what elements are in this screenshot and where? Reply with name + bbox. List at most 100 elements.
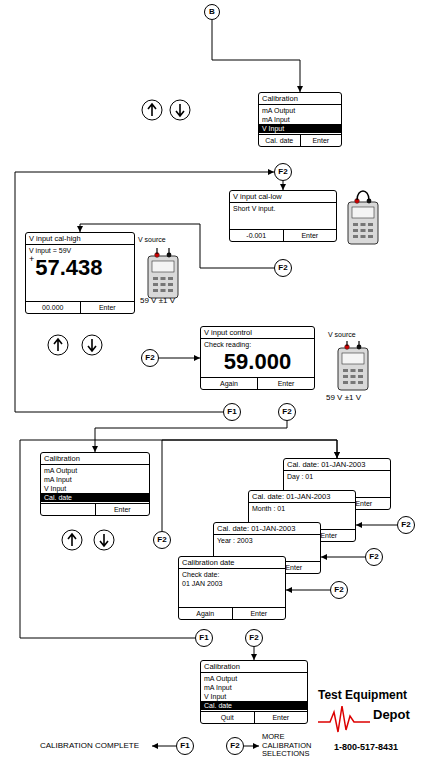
key-arrow bbox=[88, 339, 96, 351]
screen-title: Calibration date bbox=[179, 557, 285, 569]
key-arrow bbox=[68, 534, 76, 546]
button-label: F2 bbox=[230, 741, 239, 751]
key-circle bbox=[94, 530, 114, 550]
annotation-label: V source bbox=[328, 331, 356, 339]
key-circle bbox=[62, 530, 82, 550]
down-key bbox=[94, 530, 114, 550]
menu-item: mA Output bbox=[44, 466, 146, 475]
button-label: B bbox=[209, 7, 215, 17]
flow-arrow bbox=[254, 647, 255, 660]
softkey-label: Enter bbox=[232, 608, 286, 619]
menu-item: Short V input. bbox=[233, 204, 333, 213]
menu-item: V Input bbox=[204, 692, 304, 701]
screen-body: mA OutputmA InputV InputCal. date bbox=[41, 465, 149, 503]
softkey-button: F2 bbox=[141, 349, 159, 367]
test-lead bbox=[347, 341, 359, 346]
screen-body: Check date:01 JAN 2003 bbox=[179, 569, 285, 607]
menu-item: mA Output bbox=[204, 674, 304, 683]
softkey-button: F2 bbox=[397, 516, 415, 534]
screen-body: mA OutputmA InputV InputCal. date bbox=[201, 673, 307, 711]
softkey-button: F2 bbox=[245, 629, 263, 647]
softkey-label: Enter bbox=[300, 135, 342, 146]
annotation-label: 59 V ±1 V bbox=[326, 393, 361, 402]
button-label: F1 bbox=[180, 741, 189, 751]
softkey-button: F2 bbox=[226, 737, 244, 755]
menu-item: V Input bbox=[259, 124, 341, 133]
softkey-label: Again bbox=[179, 608, 232, 619]
sign-symbol: + bbox=[29, 255, 34, 264]
lcd-screen: V input cal-lowShort V input. -0.001Enter bbox=[229, 190, 337, 242]
button-label: F2 bbox=[282, 407, 291, 417]
lcd-screen: V input cal-highV input = 59V+57.43800.0… bbox=[25, 232, 135, 314]
annotation-label: Test Equipment bbox=[318, 689, 407, 703]
button-label: F2 bbox=[157, 535, 166, 545]
flow-arrow bbox=[159, 358, 200, 359]
softkey-label: -0.001 bbox=[230, 230, 283, 241]
button-label: F2 bbox=[401, 520, 410, 530]
screen-title: V input cal-low bbox=[230, 191, 336, 203]
key-arrow bbox=[176, 104, 184, 116]
menu-item: mA Input bbox=[44, 475, 146, 484]
menu-item: V input = 59V bbox=[29, 246, 131, 255]
key-circle bbox=[170, 100, 190, 120]
screen-body: V input = 59V+57.438 bbox=[26, 245, 134, 301]
exit-arrow bbox=[244, 746, 259, 747]
button-label: F2 bbox=[369, 552, 378, 562]
annotation-label: 1-800-517-8431 bbox=[334, 742, 398, 752]
exit-arrow bbox=[152, 746, 176, 747]
screen-body: Short V input. bbox=[230, 203, 336, 229]
lcd-screen: CalibrationmA OutputmA InputV InputCal. … bbox=[200, 660, 308, 724]
flow-arrow bbox=[212, 20, 300, 92]
button-label: F2 bbox=[278, 263, 287, 273]
softkey-button: F2 bbox=[330, 581, 348, 599]
calibrator-device bbox=[348, 199, 378, 244]
softkey-label: 00.000 bbox=[26, 302, 80, 313]
screen-title: Calibration bbox=[201, 661, 307, 673]
lcd-screen: V input controlCheck reading:59.000Again… bbox=[200, 326, 315, 390]
lcd-screen: CalibrationmA OutputmA InputV InputCal. … bbox=[40, 452, 150, 516]
calibrator-device bbox=[148, 253, 178, 298]
menu-item: V Input bbox=[44, 484, 146, 493]
key-circle bbox=[48, 335, 68, 355]
key-arrow bbox=[54, 339, 62, 351]
softkey-bar: AgainEnter bbox=[179, 607, 285, 619]
button-label: F2 bbox=[249, 633, 258, 643]
screen-title: Calibration bbox=[259, 93, 341, 105]
softkey-button: F2 bbox=[278, 403, 296, 421]
softkey-label: Again bbox=[201, 378, 257, 389]
softkey-bar: -0.001Enter bbox=[230, 229, 336, 241]
annotation-label: V source bbox=[138, 236, 166, 244]
screen-title: V input cal-high bbox=[26, 233, 134, 245]
screen-title: Calibration bbox=[41, 453, 149, 465]
button-label: F2 bbox=[145, 353, 154, 363]
up-key bbox=[48, 335, 68, 355]
softkey-label: Enter bbox=[254, 712, 308, 723]
up-key bbox=[142, 100, 162, 120]
menu-item: Cal. date bbox=[41, 493, 149, 502]
key-arrow bbox=[148, 104, 156, 116]
softkey-bar: QuitEnter bbox=[201, 711, 307, 723]
test-lead bbox=[157, 248, 169, 254]
softkey-button: F1 bbox=[223, 403, 241, 421]
screen-title: V input control bbox=[201, 327, 314, 339]
menu-item: Cal. date bbox=[201, 701, 307, 710]
menu-item: Check date: bbox=[182, 570, 282, 579]
menu-item: mA Input bbox=[262, 115, 338, 124]
softkey-label: Enter bbox=[80, 302, 135, 313]
softkey-bar: AgainEnter bbox=[201, 377, 314, 389]
short-wire bbox=[357, 191, 369, 200]
screen-body: Check reading:59.000 bbox=[201, 339, 314, 377]
flow-arrow bbox=[283, 181, 284, 190]
annotation-label: CALIBRATION COMPLETE bbox=[40, 741, 139, 750]
calibrator-device bbox=[338, 345, 368, 390]
annotation-label: 59 V ±1 V bbox=[140, 296, 175, 305]
annotation-label: Depot bbox=[373, 708, 410, 723]
menu-item: Check reading: bbox=[204, 340, 311, 349]
logo-waveform bbox=[318, 706, 370, 732]
reading-value: 59.000 bbox=[204, 349, 311, 374]
softkey-label: Enter bbox=[257, 378, 314, 389]
reading-value: 57.438 bbox=[35, 255, 102, 280]
softkey-label: Enter bbox=[283, 230, 337, 241]
softkey-label: Quit bbox=[201, 712, 254, 723]
menu-item: Month : 01 bbox=[252, 504, 352, 513]
